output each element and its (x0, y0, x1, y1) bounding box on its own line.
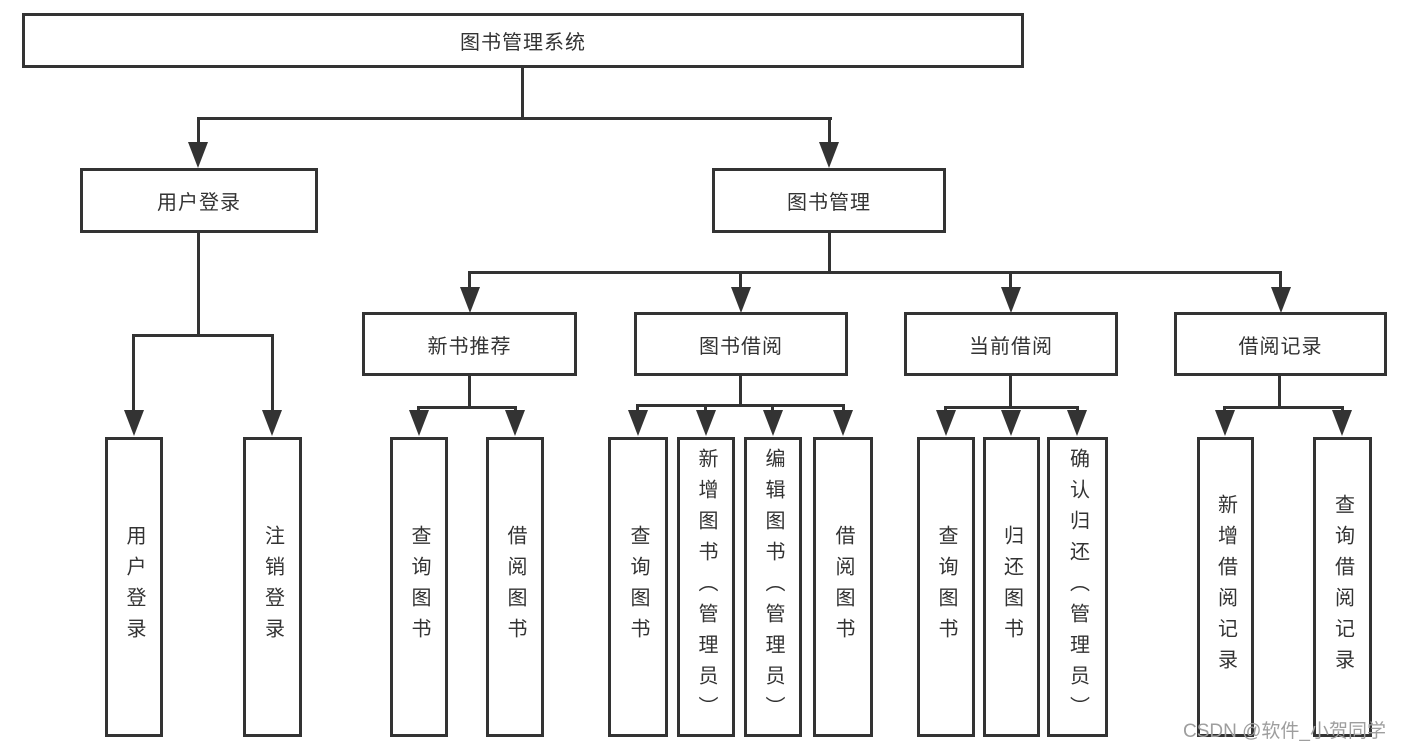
connector-line (1009, 376, 1012, 409)
connector-line (636, 404, 845, 407)
connector-line (1223, 406, 1344, 409)
connector-line (197, 117, 200, 147)
leaf-confirm-return-admin: 确认归还（管理员） (1047, 437, 1108, 737)
arrowhead (409, 410, 429, 436)
connector-line (468, 271, 1282, 274)
connector-line (1279, 271, 1282, 289)
leaf-label: 新增借阅记录 (1214, 494, 1237, 680)
leaf-label: 查询图书 (627, 525, 649, 649)
arrowhead (262, 410, 282, 436)
arrowhead (819, 142, 839, 168)
connector-line (521, 68, 524, 120)
node-borrowing-records: 借阅记录 (1174, 312, 1387, 376)
leaf-edit-books-admin: 编辑图书（管理员） (744, 437, 802, 737)
node-current-borrowing: 当前借阅 (904, 312, 1118, 376)
leaf-query-books: 查询图书 (608, 437, 668, 737)
arrowhead (1215, 410, 1235, 436)
arrowhead (763, 410, 783, 436)
arrowhead (731, 287, 751, 313)
arrowhead (628, 410, 648, 436)
connector-line (771, 404, 774, 414)
arrowhead (1271, 287, 1291, 313)
arrowhead (833, 410, 853, 436)
connector-line (132, 334, 135, 414)
csdn-watermark: CSDN @软件_小贺同学 (1183, 721, 1386, 742)
leaf-query-borrow-record: 查询借阅记录 (1313, 437, 1372, 737)
node-book-management: 图书管理 (712, 168, 946, 233)
connector-line (271, 334, 274, 414)
connector-line (739, 271, 742, 289)
connector-line (842, 404, 845, 414)
connector-line (1009, 271, 1012, 289)
arrowhead (188, 142, 208, 168)
leaf-borrow-books: 借阅图书 (813, 437, 873, 737)
leaf-borrow-books: 借阅图书 (486, 437, 544, 737)
connector-line (132, 334, 274, 337)
arrowhead (1067, 410, 1087, 436)
connector-line (468, 271, 471, 289)
leaf-add-borrow-record: 新增借阅记录 (1197, 437, 1254, 737)
connector-line (197, 117, 832, 120)
connector-line (828, 117, 831, 147)
node-book-borrowing: 图书借阅 (634, 312, 848, 376)
leaf-label: 用户登录 (123, 525, 145, 649)
leaf-query-books: 查询图书 (917, 437, 975, 737)
arrowhead (460, 287, 480, 313)
connector-line (417, 406, 517, 409)
leaf-label: 编辑图书（管理员） (762, 447, 784, 727)
arrowhead (1001, 410, 1021, 436)
connector-line (468, 376, 471, 409)
leaf-label: 查询图书 (408, 525, 430, 649)
arrowhead (124, 410, 144, 436)
arrowhead (1332, 410, 1352, 436)
leaf-query-books: 查询图书 (390, 437, 448, 737)
leaf-label: 新增图书（管理员） (695, 447, 717, 727)
leaf-label: 借阅图书 (832, 525, 854, 649)
leaf-return-books: 归还图书 (983, 437, 1040, 737)
connector-line (944, 406, 1079, 409)
leaf-label: 归还图书 (1000, 525, 1023, 649)
connector-line (1278, 376, 1281, 409)
leaf-add-books-admin: 新增图书（管理员） (677, 437, 735, 737)
connector-line (704, 404, 707, 414)
node-library-management-system: 图书管理系统 (22, 13, 1024, 68)
arrowhead (1001, 287, 1021, 313)
leaf-label: 确认归还（管理员） (1066, 447, 1089, 727)
arrowhead (936, 410, 956, 436)
node-user-login: 用户登录 (80, 168, 318, 233)
arrowhead (505, 410, 525, 436)
leaf-label: 注销登录 (261, 525, 284, 649)
connector-line (828, 233, 831, 273)
connector-line (739, 376, 742, 407)
leaf-label: 借阅图书 (504, 525, 526, 649)
leaf-label: 查询借阅记录 (1331, 494, 1354, 680)
leaf-user-login: 用户登录 (105, 437, 163, 737)
connector-line (197, 233, 200, 337)
node-new-book-recommendation: 新书推荐 (362, 312, 577, 376)
arrowhead (696, 410, 716, 436)
connector-line (636, 404, 639, 414)
leaf-label: 查询图书 (935, 525, 957, 649)
leaf-logout: 注销登录 (243, 437, 302, 737)
